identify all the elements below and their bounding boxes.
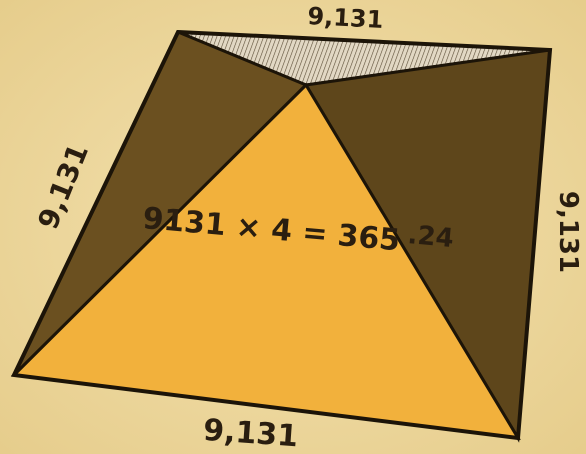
- base-outline: [10, 29, 553, 441]
- equation-decimal: .24: [406, 220, 455, 254]
- right-edge-label: 9,131: [553, 191, 583, 273]
- top-edge-label: 9,131: [307, 2, 384, 34]
- bottom-edge-label: 9,131: [202, 413, 299, 454]
